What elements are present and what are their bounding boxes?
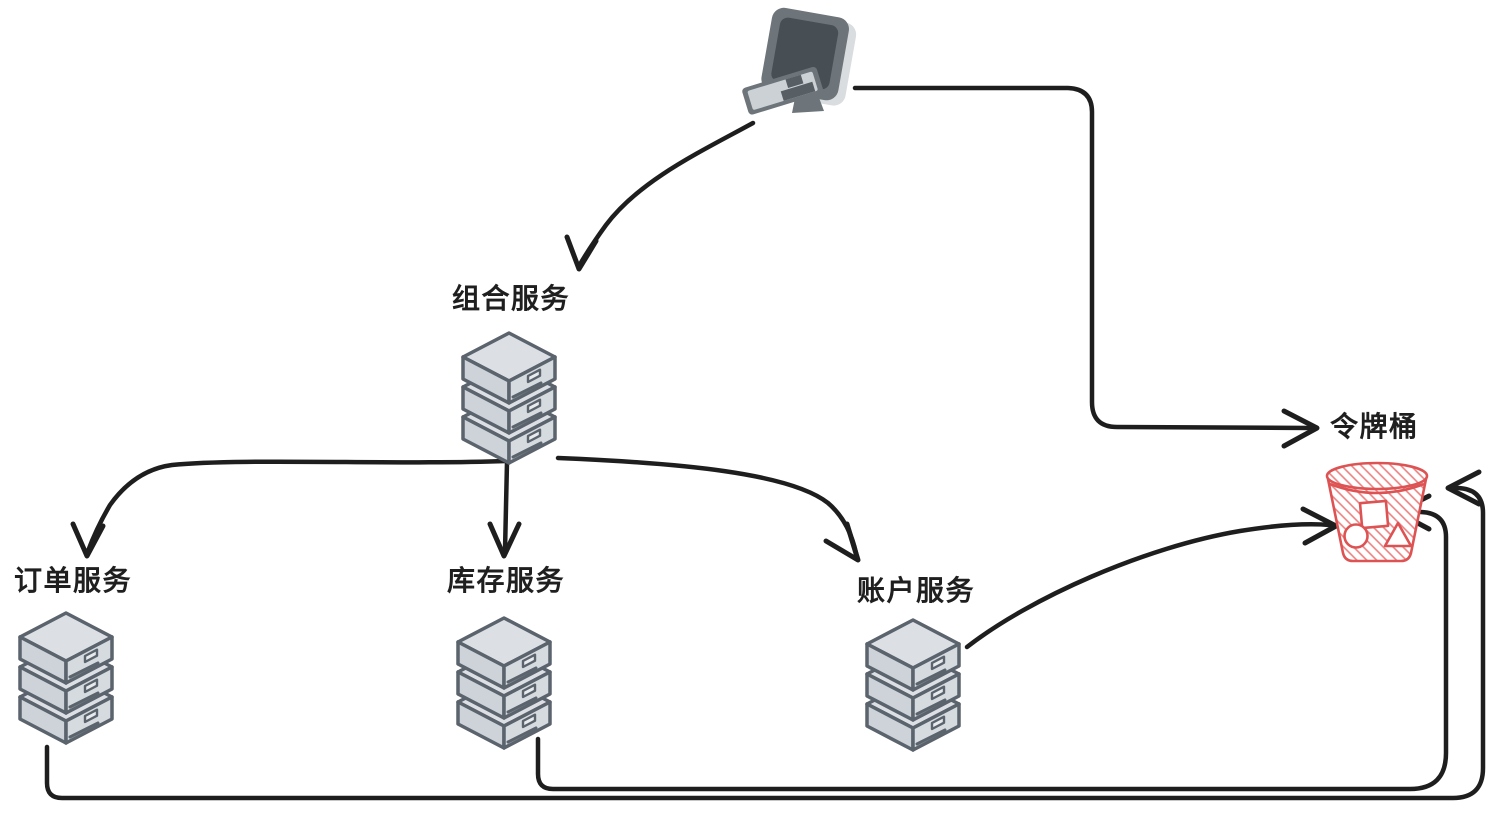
token-bucket-icon <box>1325 461 1429 563</box>
edges-layer <box>44 85 1486 801</box>
composite-service-icon <box>461 331 557 465</box>
edge-composite-to-order <box>70 458 509 559</box>
order-service-label: 订单服务 <box>14 564 133 597</box>
edge-order-to-bucket <box>44 469 1486 801</box>
order-service-icon <box>18 611 114 745</box>
account-service-label: 账户服务 <box>857 574 976 607</box>
edge-composite-to-account <box>555 455 861 563</box>
edge-client-to-composite <box>564 120 756 272</box>
edge-account-to-bucket <box>964 506 1339 650</box>
edge-client-to-token-bucket <box>852 85 1320 449</box>
computer-icon <box>742 7 857 115</box>
token-bucket-label: 令牌桶 <box>1330 410 1419 443</box>
composite-service-label: 组合服务 <box>452 282 571 315</box>
computer-keyboard <box>742 66 824 115</box>
token-circle <box>1343 523 1369 549</box>
token-square <box>1358 499 1390 530</box>
inventory-service-label: 库存服务 <box>447 564 566 597</box>
token-triangle <box>1383 521 1413 548</box>
edge-composite-to-inventory <box>487 459 522 559</box>
inventory-service-icon <box>456 616 552 750</box>
account-service-icon <box>865 618 961 752</box>
